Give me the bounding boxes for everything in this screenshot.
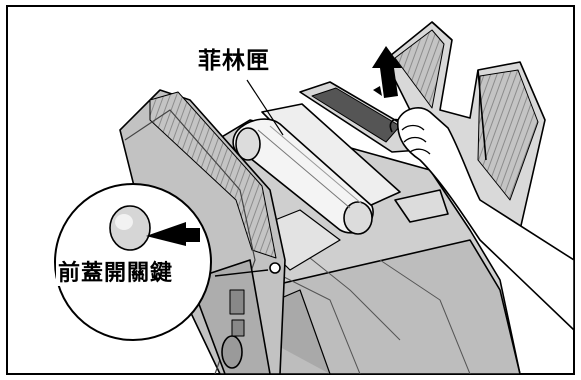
film-label-leader-line — [246, 79, 284, 136]
front-cover-release-button-label: 前蓋開關鍵 — [56, 261, 176, 286]
hand — [389, 107, 574, 331]
release-button — [109, 205, 151, 251]
callout-pointer-line — [214, 269, 269, 277]
press-arrow-icon — [146, 222, 200, 246]
up-arrow-icon — [372, 46, 402, 98]
paper-tray — [384, 21, 546, 231]
film-cartridge-label: 菲林匣 — [198, 48, 270, 74]
